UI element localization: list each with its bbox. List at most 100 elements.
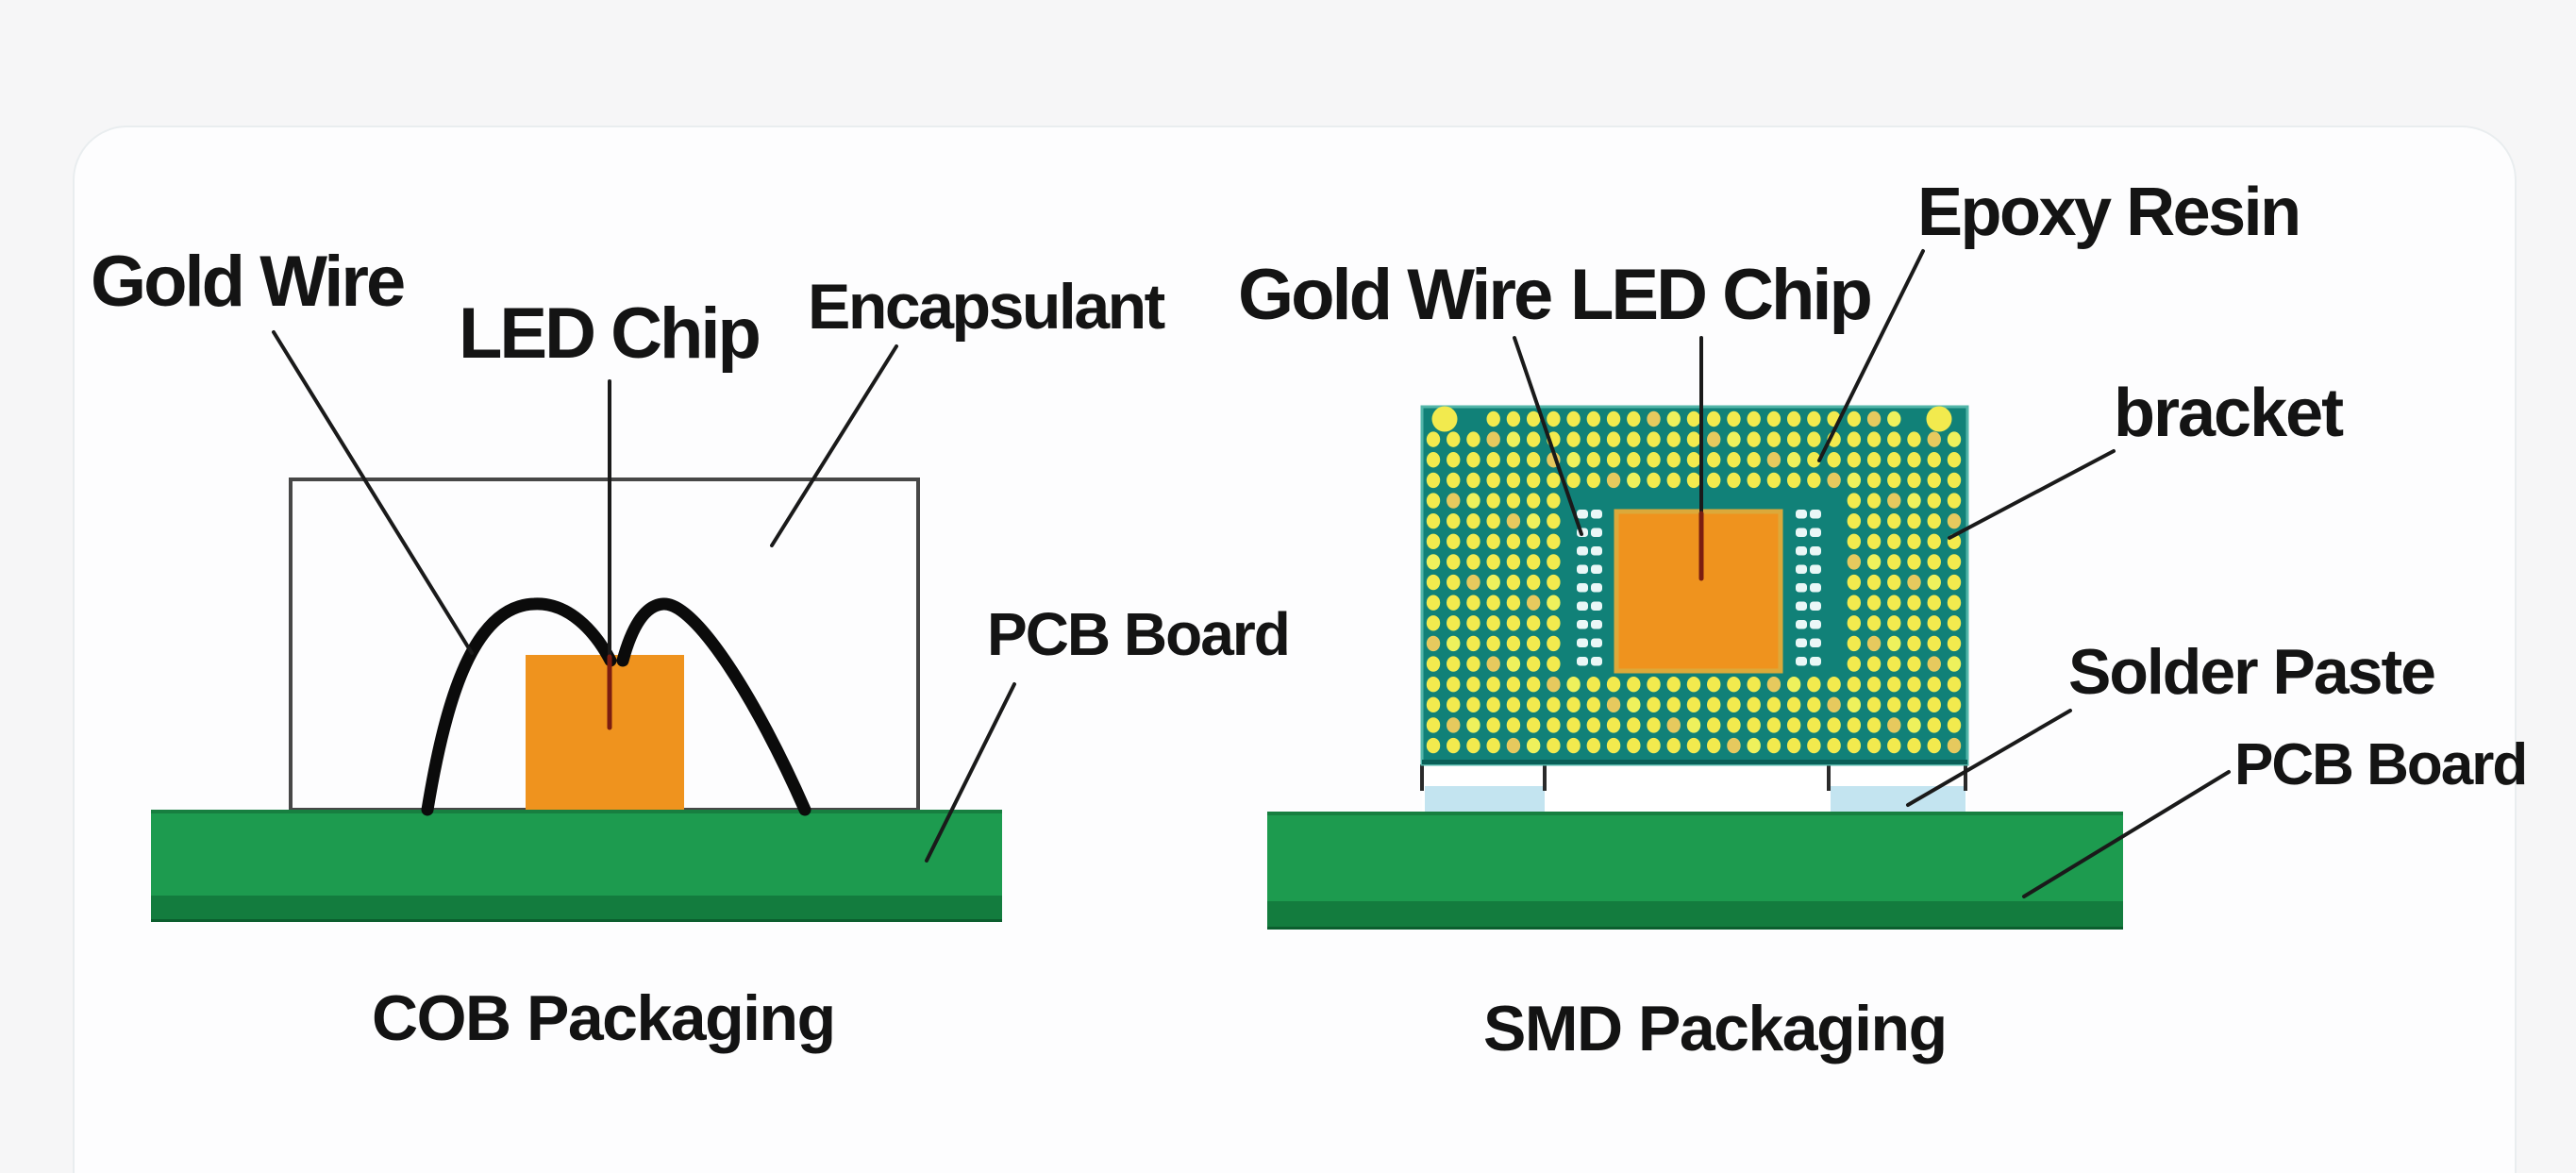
board-dot — [1887, 431, 1901, 447]
smd-solder-paste-pointer — [1906, 709, 2072, 807]
cob-gold-wire-right-arc — [616, 597, 811, 816]
board-dot — [1847, 533, 1862, 549]
contact-dash — [1796, 528, 1807, 537]
contact-dash — [1796, 510, 1807, 519]
board-dot — [1586, 676, 1601, 693]
contact-dash — [1577, 564, 1588, 574]
board-dot — [1426, 554, 1441, 570]
board-dot — [1707, 452, 1721, 468]
contact-dash — [1810, 564, 1821, 574]
board-dot — [1466, 595, 1480, 611]
board-dot — [1866, 554, 1882, 570]
contact-dash — [1810, 620, 1821, 629]
board-dot — [1486, 696, 1500, 713]
smd-epoxy-resin-label: Epoxy Resin — [1917, 175, 2301, 250]
board-dot — [1606, 696, 1621, 713]
board-dot — [1907, 676, 1921, 693]
board-dot — [1786, 676, 1801, 693]
board-dot — [1447, 452, 1461, 468]
board-dot — [1786, 717, 1801, 733]
board-dot — [1647, 676, 1661, 693]
board-dot — [1907, 472, 1921, 489]
board-dot — [1566, 696, 1581, 713]
contact-dash — [1591, 528, 1602, 537]
board-dot — [1887, 615, 1901, 631]
board-dot — [1707, 431, 1721, 447]
cob-gold-wire-pointer — [272, 330, 474, 655]
board-dot — [1686, 452, 1701, 468]
board-dot — [1807, 472, 1821, 489]
board-dot — [1547, 635, 1561, 652]
board-dot — [1647, 696, 1661, 713]
board-dot — [1447, 656, 1461, 672]
board-dot — [1466, 635, 1480, 652]
board-dot — [1447, 635, 1461, 652]
board-dot — [1947, 595, 1962, 611]
board-dot — [1866, 512, 1882, 529]
board-dot — [1526, 615, 1541, 631]
board-dot — [1807, 717, 1821, 733]
board-dot — [1506, 696, 1521, 713]
board-dot — [1947, 574, 1962, 591]
board-dot — [1947, 615, 1962, 631]
contact-dash — [1796, 638, 1807, 647]
board-dot — [1486, 554, 1500, 570]
smd-gold-wire-label: Gold Wire — [1238, 255, 1553, 335]
contact-dash — [1577, 546, 1588, 556]
board-corner-hole-2 — [1926, 406, 1952, 432]
board-dot — [1707, 411, 1721, 427]
board-dot — [1907, 493, 1921, 509]
smd-pcb-bottom-shade — [1267, 901, 2123, 927]
board-dot — [1526, 574, 1541, 591]
board-dot — [1466, 737, 1480, 754]
board-dot — [1927, 452, 1941, 468]
board-dot — [1426, 656, 1441, 672]
board-dot — [1766, 676, 1781, 693]
board-dot — [1447, 493, 1461, 509]
solder-paste-pad-right — [1831, 786, 1965, 812]
board-dot — [1747, 452, 1761, 468]
board-dot — [1866, 635, 1882, 652]
board-dot — [1727, 696, 1741, 713]
board-dot — [1887, 656, 1901, 672]
board-dot — [1827, 696, 1841, 713]
board-dot — [1426, 533, 1441, 549]
board-dot — [1807, 452, 1821, 468]
board-dot — [1866, 696, 1882, 713]
contact-dash — [1810, 528, 1821, 537]
board-dot — [1426, 512, 1441, 529]
board-dot — [1686, 472, 1701, 489]
board-dot — [1486, 411, 1500, 427]
board-dot — [1447, 595, 1461, 611]
board-dot — [1866, 533, 1882, 549]
board-dot — [1486, 533, 1500, 549]
board-dot — [1947, 635, 1962, 652]
board-dot — [1866, 472, 1882, 489]
board-dot — [1426, 717, 1441, 733]
board-dot — [1526, 595, 1541, 611]
board-dot — [1747, 411, 1761, 427]
board-dot — [1466, 472, 1480, 489]
board-dot — [1547, 512, 1561, 529]
board-dot — [1466, 574, 1480, 591]
bracket-dot-grid — [1426, 406, 1962, 754]
board-dot — [1786, 737, 1801, 754]
board-dot — [1526, 512, 1541, 529]
board-dot — [1506, 595, 1521, 611]
board-dot — [1526, 737, 1541, 754]
board-dot — [1887, 452, 1901, 468]
board-dot — [1887, 493, 1901, 509]
board-dot — [1866, 656, 1882, 672]
board-dot — [1747, 696, 1761, 713]
board-dot — [1847, 595, 1862, 611]
board-dot — [1586, 737, 1601, 754]
board-dot — [1526, 472, 1541, 489]
board-dot — [1827, 472, 1841, 489]
board-dot — [1947, 554, 1962, 570]
board-dot — [1786, 431, 1801, 447]
board-dot — [1647, 452, 1661, 468]
board-dot — [1847, 411, 1862, 427]
contact-dash — [1577, 510, 1588, 519]
board-dot — [1927, 737, 1941, 754]
